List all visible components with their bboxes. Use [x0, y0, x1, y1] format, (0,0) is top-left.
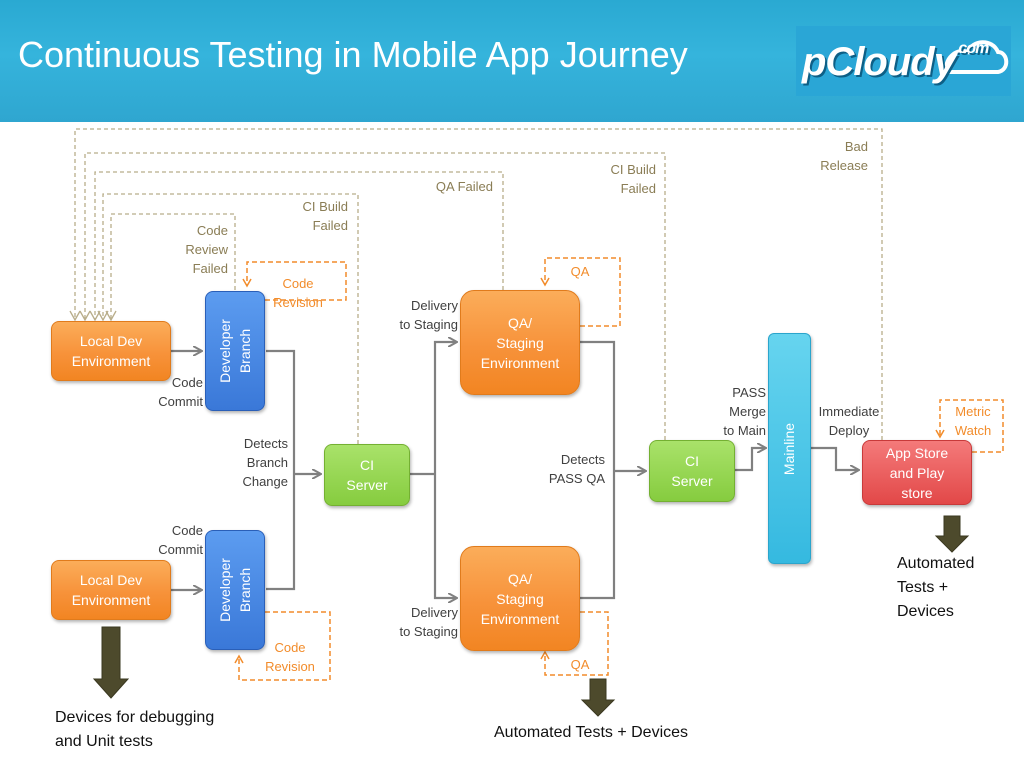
- label-detects-branch-change: Detects Branch Change: [242, 436, 288, 489]
- app-store-and-play-store: App Store and Play store: [862, 440, 972, 505]
- arrow-to-qa1: [433, 342, 456, 474]
- label-code-revision-2: Code Revision: [265, 640, 315, 674]
- cloud-icon: [944, 40, 1009, 74]
- output-devices-for-debugging: Devices for debugging and Unit tests: [55, 709, 215, 750]
- label-ci-build-failed-2: CI Build Failed: [610, 162, 656, 196]
- logo-domain: .com: [954, 40, 989, 57]
- code-review-failed-feedback-line: [105, 213, 236, 322]
- header-banner: Continuous Testing in Mobile App Journey…: [0, 0, 1024, 122]
- ci-server-1: CI Server: [324, 444, 410, 506]
- logo-name: pCloudy: [802, 40, 956, 84]
- developer-branch-1-label: Developer Branch: [217, 319, 254, 383]
- developer-branch-1: Developer Branch: [205, 291, 265, 411]
- label-code-review-failed: Code Review Failed: [185, 223, 228, 276]
- code-revision-2-loop: [234, 611, 331, 681]
- label-code-commit-2: Code Commit: [158, 523, 203, 557]
- qa-staging-environment-2: QA/ Staging Environment: [460, 546, 580, 651]
- label-metric-watch: Metric Watch: [954, 404, 992, 438]
- qa-failed-feedback-line: [89, 171, 504, 322]
- label-detects-pass-qa: Detects PASS QA: [548, 452, 605, 486]
- mainline-label: Mainline: [781, 422, 798, 475]
- output-automated-tests-right: Automated Tests + Devices: [897, 555, 975, 620]
- local-dev-environment-1: Local Dev Environment: [51, 321, 171, 381]
- code-revision-1-loop: [242, 261, 347, 301]
- bad-release-feedback-line: [69, 128, 883, 440]
- ci-server-2: CI Server: [649, 440, 735, 502]
- ci-build-failed-2-feedback-line: [79, 152, 666, 440]
- label-ci-build-failed-1: CI Build Failed: [302, 199, 348, 233]
- output-arrow-left: [92, 626, 130, 699]
- output-automated-tests-devices: Automated Tests + Devices: [494, 724, 689, 741]
- label-code-revision-1: Code Revision: [273, 276, 323, 310]
- label-qa-1: QA: [570, 264, 590, 279]
- label-qa-failed: QA Failed: [435, 179, 493, 194]
- page-title: Continuous Testing in Mobile App Journey: [18, 34, 688, 75]
- pcloudy-logo: pCloudy.com: [796, 26, 1011, 96]
- label-delivery-to-staging-2: Delivery to Staging: [399, 605, 458, 639]
- label-bad-release: Bad Release: [820, 139, 868, 173]
- label-immediate-deploy: Immediate Deploy: [818, 404, 880, 438]
- qa-staging-environment-1: QA/ Staging Environment: [460, 290, 580, 395]
- label-delivery-to-staging-1: Delivery to Staging: [399, 298, 458, 332]
- output-arrow-middle: [580, 678, 616, 717]
- logo-wordmark: pCloudy.com: [802, 40, 989, 85]
- label-code-commit-1: Code Commit: [158, 375, 203, 409]
- arrow-mainline-to-appstore: [811, 446, 858, 470]
- label-qa-2: QA: [570, 657, 590, 672]
- qa-2-loop: [540, 611, 609, 676]
- qa-1-loop: [540, 257, 621, 327]
- developer-branch-2-label: Developer Branch: [217, 558, 254, 622]
- ci-build-failed-1-feedback-line: [97, 193, 359, 444]
- developer-branch-2: Developer Branch: [205, 530, 265, 650]
- arrow-to-qa2: [433, 474, 456, 598]
- mainline: Mainline: [768, 333, 811, 564]
- label-pass-merge-to-main: PASS Merge to Main: [723, 385, 766, 438]
- arrow-ci2-to-mainline: [735, 448, 765, 472]
- metric-watch-loop: [935, 399, 1004, 453]
- output-arrow-right: [934, 515, 970, 553]
- local-dev-environment-2: Local Dev Environment: [51, 560, 171, 620]
- connector-branch1-bus: [266, 349, 296, 591]
